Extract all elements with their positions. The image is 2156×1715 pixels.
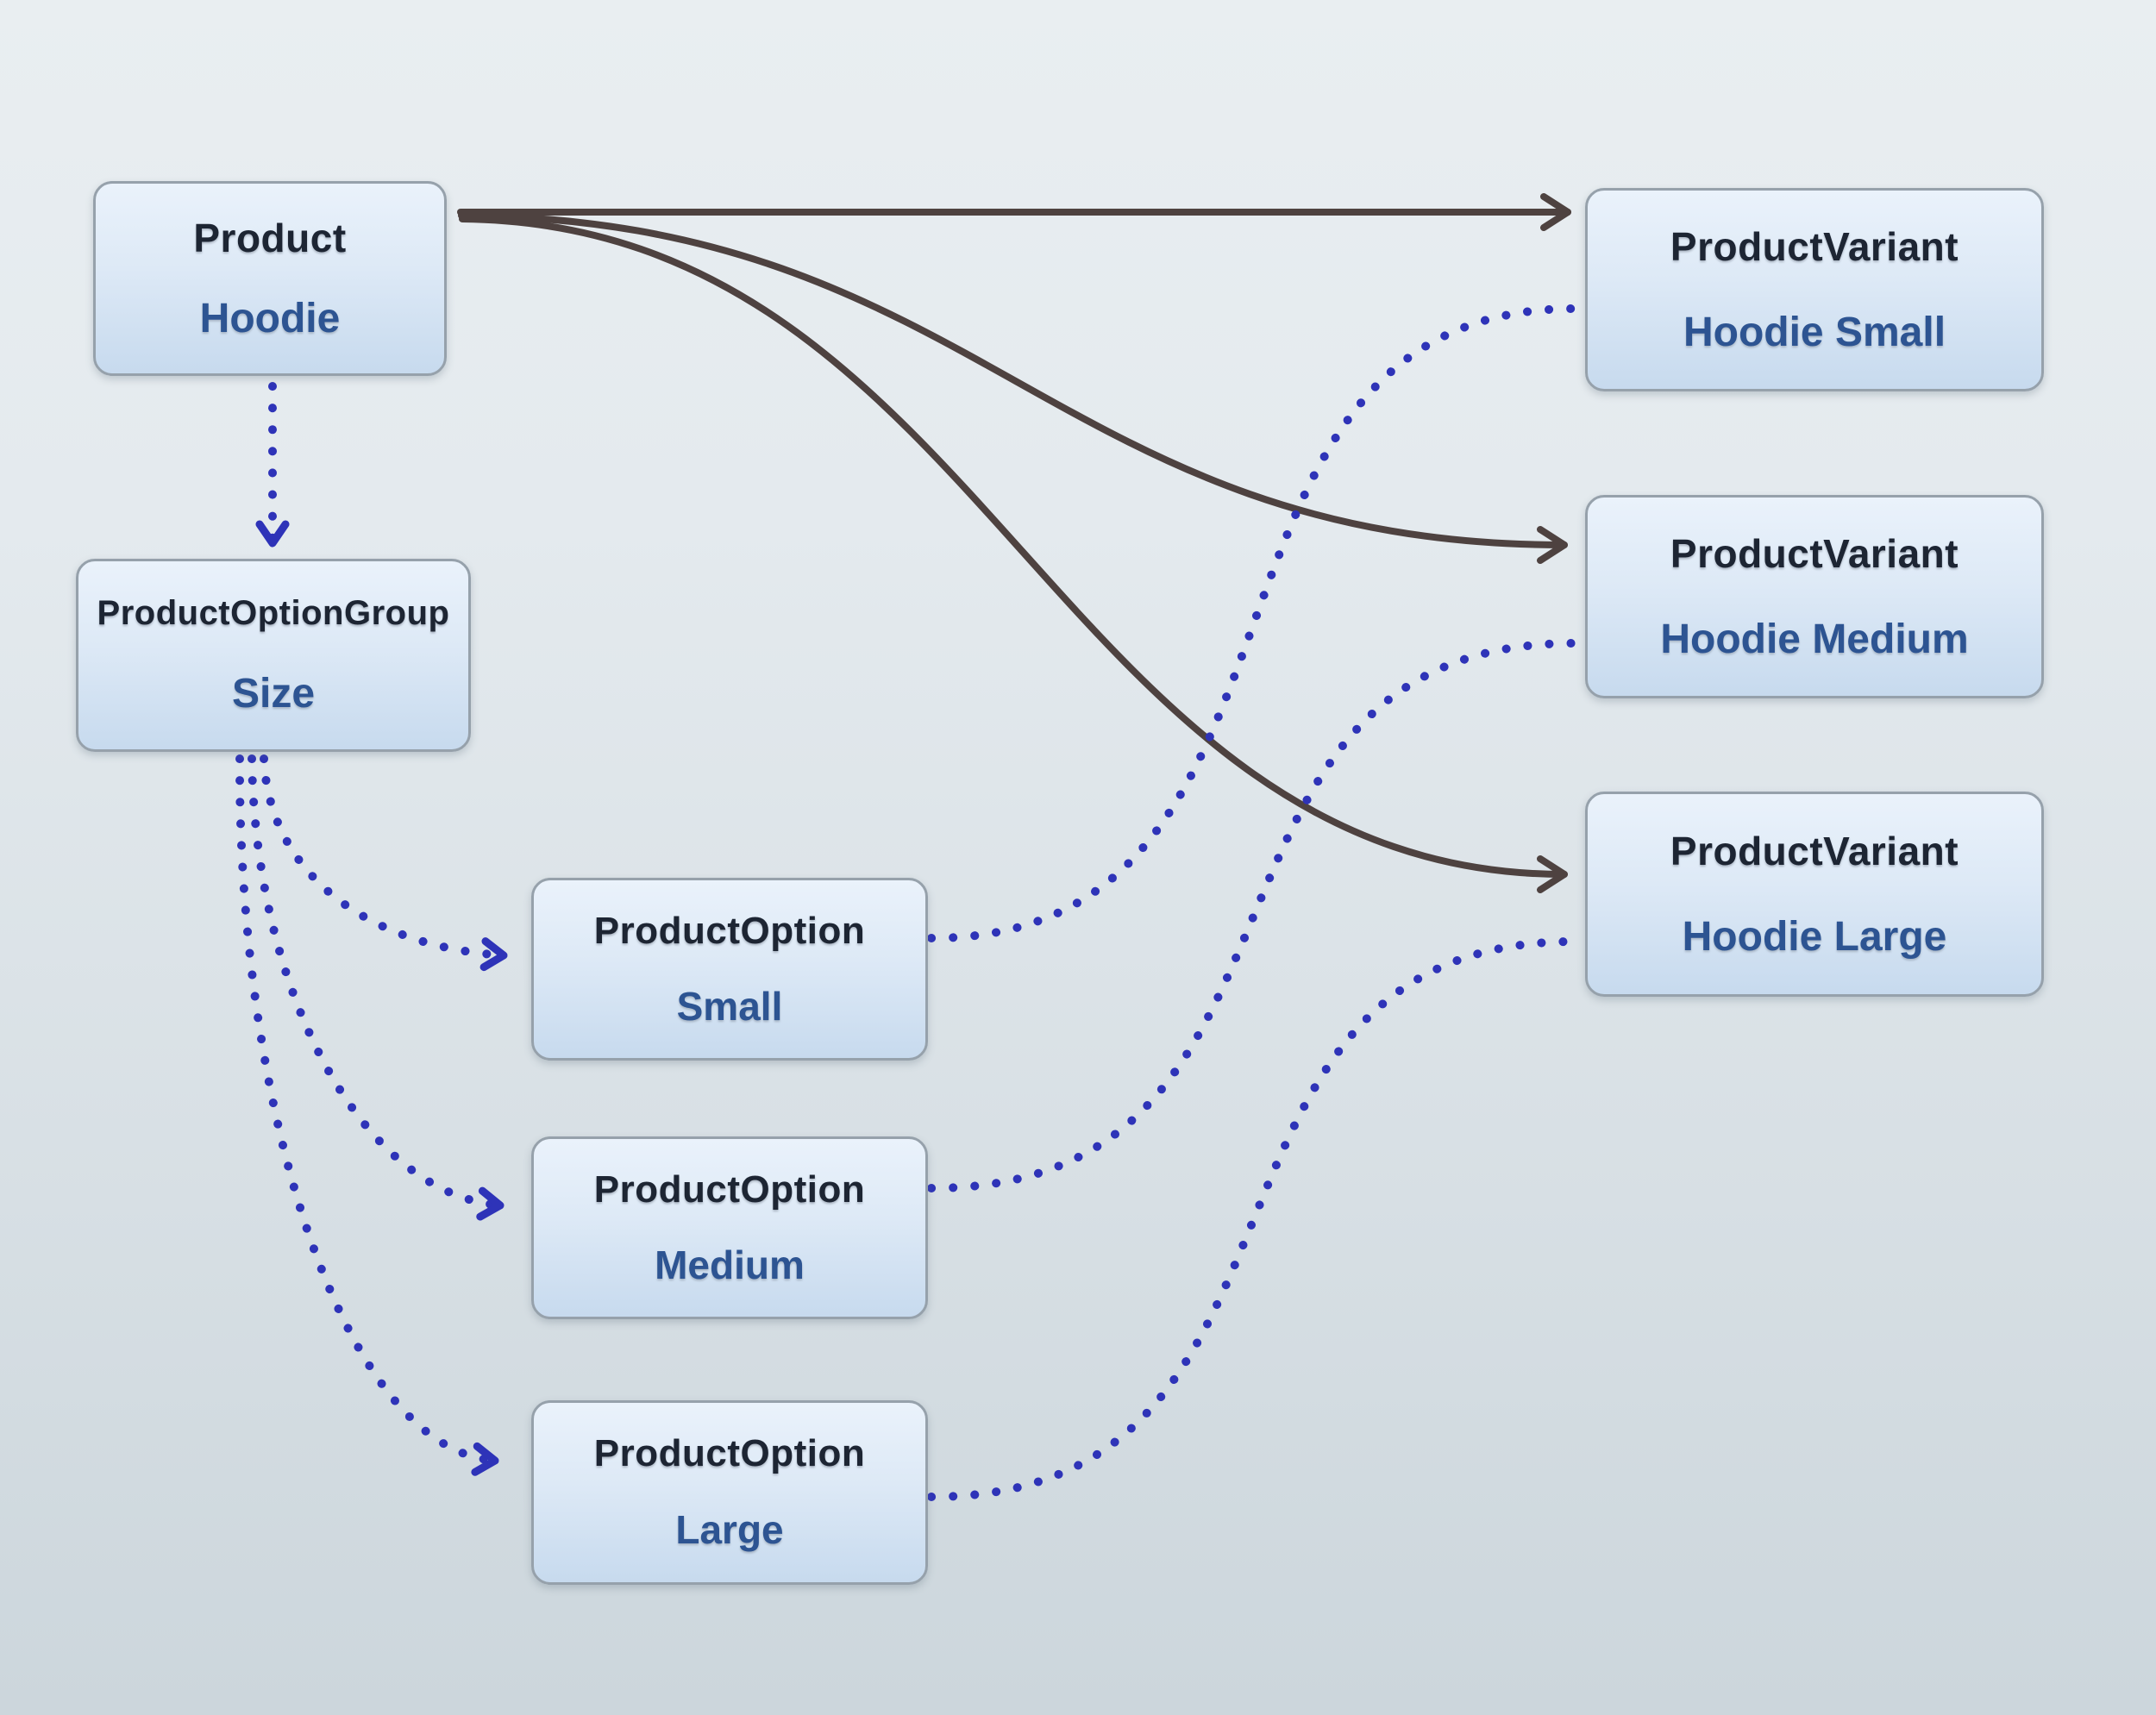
node-value-label: Hoodie Large — [1682, 914, 1947, 961]
node-product: Product Hoodie — [93, 181, 447, 376]
node-type-label: Product — [193, 215, 347, 260]
node-type-label: ProductOption — [593, 909, 866, 952]
edge-group-to-option-large — [235, 754, 499, 1476]
node-value-label: Hoodie — [199, 296, 341, 342]
edge-product-to-variant-medium — [458, 212, 1568, 564]
node-product-variant-small: ProductVariant Hoodie Small — [1585, 188, 2044, 391]
node-type-label: ProductVariant — [1670, 828, 1959, 873]
node-product-option-group: ProductOptionGroup Size — [76, 559, 471, 752]
edge-group-to-option-medium — [248, 754, 505, 1221]
edge-option-large-to-variant-large — [927, 937, 1579, 1501]
node-value-label: Small — [676, 983, 783, 1029]
edge-group-to-option-small — [260, 754, 508, 972]
edge-option-small-to-variant-small — [927, 304, 1579, 942]
node-value-label: Hoodie Small — [1683, 309, 1946, 355]
node-product-option-small: ProductOption Small — [531, 878, 928, 1061]
node-value-label: Medium — [655, 1242, 805, 1287]
node-value-label: Size — [231, 670, 316, 717]
node-type-label: ProductVariant — [1670, 531, 1959, 577]
node-product-option-large: ProductOption Large — [531, 1400, 928, 1585]
node-value-label: Large — [675, 1507, 784, 1552]
edge-option-medium-to-variant-medium — [927, 639, 1579, 1192]
node-product-variant-medium: ProductVariant Hoodie Medium — [1585, 495, 2044, 698]
node-product-variant-large: ProductVariant Hoodie Large — [1585, 792, 2044, 997]
node-type-label: ProductOption — [593, 1432, 866, 1474]
node-product-option-medium: ProductOption Medium — [531, 1136, 928, 1319]
node-type-label: ProductVariant — [1670, 224, 1959, 270]
edge-product-to-variant-large — [459, 216, 1568, 893]
node-type-label: ProductOption — [593, 1167, 866, 1211]
node-value-label: Hoodie Medium — [1660, 616, 1969, 662]
node-type-label: ProductOptionGroup — [97, 593, 450, 632]
